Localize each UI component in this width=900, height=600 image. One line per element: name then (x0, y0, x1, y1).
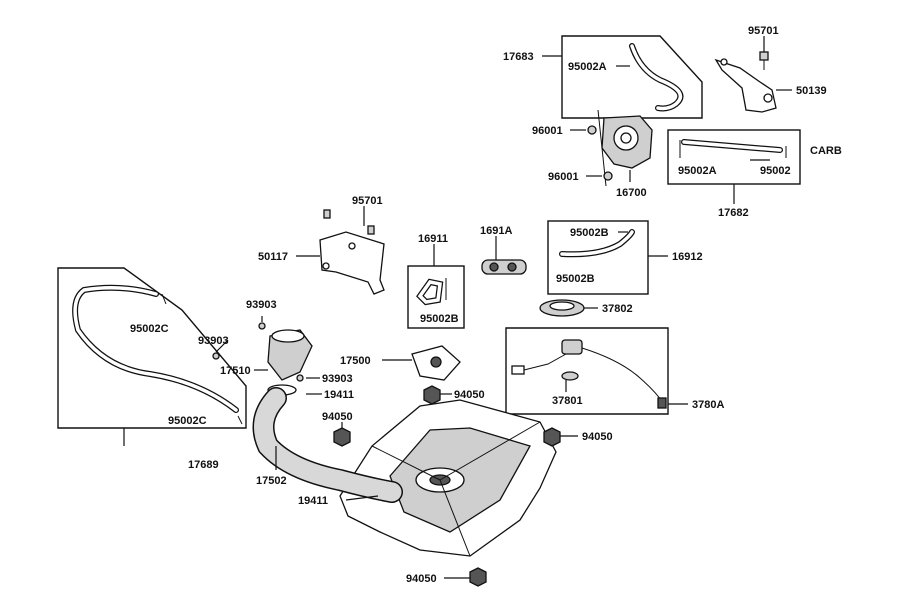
label-19411-b: 19411 (298, 495, 328, 507)
label-95002-carb: 95002 (760, 165, 791, 177)
filler-hose-17502 (252, 387, 403, 503)
screw-93903-b (212, 352, 220, 360)
label-94050-c: 94050 (582, 431, 613, 443)
label-94050-b: 94050 (322, 411, 353, 423)
label-50139: 50139 (796, 85, 827, 97)
label-carb: CARB (810, 145, 842, 157)
gasket-37801 (561, 371, 579, 381)
label-95002C-b: 95002C (168, 415, 207, 427)
bracket-50117 (319, 231, 385, 295)
label-94050-a: 94050 (454, 389, 485, 401)
label-93903-c: 93903 (322, 373, 353, 385)
hose-95002B-left (416, 278, 447, 306)
filler-neck-17510 (267, 329, 313, 381)
hose-95002B-right (559, 229, 635, 258)
label-17500: 17500 (340, 355, 371, 367)
label-17689: 17689 (188, 459, 219, 471)
group-box-16912 (547, 220, 649, 295)
gasket-37802 (539, 299, 585, 317)
fuel-sender-3780A (511, 339, 667, 409)
group-box-3780A (505, 327, 669, 415)
label-93903-a: 93903 (246, 299, 277, 311)
fuel-tank-17500 (339, 399, 557, 557)
nut-94050-c (543, 427, 561, 447)
label-95002B-r2: 95002B (556, 273, 595, 285)
hose-95002A-top (629, 43, 684, 112)
sender-cover-17500 (411, 345, 461, 381)
hose-95002A-carb (679, 139, 787, 158)
group-box-17683 (561, 35, 703, 119)
label-96001-a: 96001 (532, 125, 563, 137)
screw-96001-a (587, 125, 597, 135)
screw-93903-c (296, 374, 304, 382)
group-box-17689 (57, 267, 247, 429)
label-3780A: 3780A (692, 399, 724, 411)
label-16912: 16912 (672, 251, 703, 263)
label-95002B-left: 95002B (420, 313, 459, 325)
nut-94050-b (333, 427, 351, 447)
label-95701-mid: 95701 (352, 195, 383, 207)
fuel-pump-16700 (597, 109, 653, 187)
label-50117: 50117 (258, 251, 288, 263)
leader-lines (123, 36, 792, 579)
hose-95002C (72, 284, 243, 425)
nut-94050-a (423, 385, 441, 405)
label-95701-top: 95701 (748, 25, 779, 37)
label-16700: 16700 (616, 187, 647, 199)
label-17502: 17502 (256, 475, 287, 487)
bracket-50139 (714, 58, 777, 113)
valve-1691A (481, 259, 527, 275)
label-95002C-a: 95002C (130, 323, 169, 335)
label-96001-b: 96001 (548, 171, 579, 183)
nut-94050-d (469, 567, 487, 587)
label-94050-d: 94050 (406, 573, 437, 585)
label-17510: 17510 (220, 365, 251, 377)
label-19411-a: 19411 (324, 389, 354, 401)
label-95002A-top: 95002A (568, 61, 607, 73)
bolt-95701-top (759, 51, 769, 70)
label-37801: 37801 (552, 395, 583, 407)
bolt-95701-mid (323, 209, 375, 235)
label-17682: 17682 (718, 207, 749, 219)
label-95002A-carb: 95002A (678, 165, 717, 177)
label-93903-b: 93903 (198, 335, 229, 347)
screw-96001-b (603, 171, 613, 181)
label-37802: 37802 (602, 303, 633, 315)
label-95002B-r1: 95002B (570, 227, 609, 239)
screw-93903-a (258, 322, 266, 330)
group-box-16911 (407, 265, 465, 329)
label-16911: 16911 (418, 233, 448, 245)
label-1691A: 1691A (480, 225, 512, 237)
label-17683: 17683 (503, 51, 534, 63)
